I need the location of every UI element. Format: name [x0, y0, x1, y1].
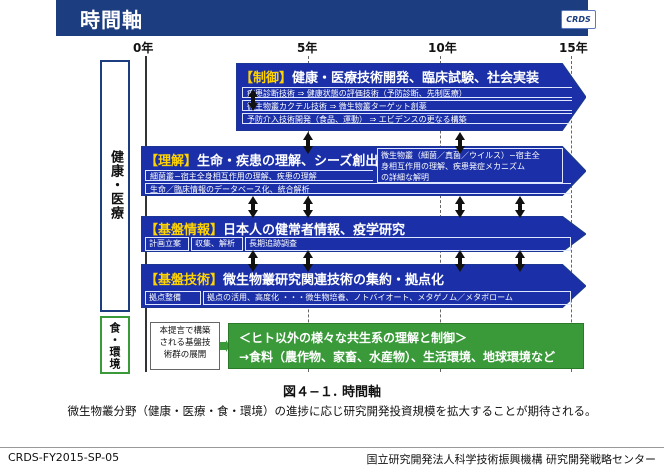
symbiosis-box: ＜ヒト以外の様々な共生系の理解と制御＞ →食料（農作物、家畜、水産物）、生活環境…	[228, 323, 584, 369]
kiban-joho-cell-3: 長期追跡調査	[245, 237, 571, 251]
kiban-gijutsu-heading: 【基盤技術】微生物叢研究関連技術の集約・拠点化	[145, 273, 445, 288]
kiban-gijutsu-arrow-shape	[141, 264, 586, 308]
double-arrow-9	[303, 250, 313, 272]
note-arrow	[220, 340, 230, 352]
footer-doc-id: CRDS-FY2015-SP-05	[8, 451, 120, 464]
double-arrow-2	[303, 132, 313, 154]
crds-logo: CRDS	[561, 10, 596, 29]
double-arrow-4	[248, 196, 258, 218]
tick-5: 5年	[297, 41, 318, 55]
kiban-gijutsu-arrow: 【基盤技術】微生物叢研究関連技術の集約・拠点化 拠点整備 拠点の活用、高度化 ・…	[141, 264, 586, 308]
seigyo-arrow: 【制御】健康・医療技術開発、臨床試験、社会実装 疾患診断技術 ⇒ 健康状態の評価…	[236, 63, 586, 131]
symbiosis-line-1: ＜ヒト以外の様々な共生系の理解と制御＞	[239, 331, 468, 345]
axis-line-15	[571, 56, 572, 372]
double-arrow-7	[515, 196, 525, 218]
kiban-joho-arrow: 【基盤情報】日本人の健常者情報、疫学研究 計画立案 収集、解析 長期追跡調査	[141, 216, 586, 252]
figure-subcaption: 微生物叢分野（健康・医療・食・環境）の進捗に応じ研究開発投資規模を拡大することが…	[67, 404, 597, 418]
kiban-joho-arrow-shape	[141, 216, 586, 252]
double-arrows	[248, 89, 525, 272]
double-arrow-3	[455, 132, 465, 154]
kiban-joho-cell-2: 収集、解析	[191, 237, 243, 251]
rikai-callout: 微生物叢（細菌／真菌／ウイルス）−宿主全身相互作用の理解、疾患発症メカニズムの詳…	[377, 148, 563, 183]
note-box: 本提言で構築される基盤技術群の展開	[150, 322, 220, 370]
food-label: 食・環境	[108, 322, 121, 370]
seigyo-bar-1: 疾患診断技術 ⇒ 健康状態の評価技術（予防診断、先制医療）	[242, 87, 572, 98]
axis-line-10	[440, 56, 441, 372]
page-title: 時間軸	[80, 8, 143, 32]
symbiosis-line-2: →食料（農作物、家畜、水産物）、生活環境、地球環境など	[239, 350, 556, 364]
figure-caption: 図４−１. 時間軸	[283, 385, 381, 400]
seigyo-bar-2: 微生物叢カクテル技術 ⇒ 微生物叢ターゲット創薬	[242, 100, 572, 111]
rikai-bar-2: 生命／臨床情報のデータベース化、統合解析	[145, 183, 571, 194]
footer-org: 国立研究開発法人科学技術振興機構 研究開発戦略センター	[366, 453, 657, 466]
seigyo-heading: 【制御】健康・医療技術開発、臨床試験、社会実装	[240, 71, 540, 86]
kiban-gijutsu-cell-1: 拠点整備	[145, 291, 201, 305]
kiban-gijutsu-cell-2: 拠点の活用、高度化 ・・・微生物培養、ノトバイオート、メタゲノム／メタボローム	[203, 291, 571, 305]
footer-divider	[0, 447, 664, 448]
health-label-box: 健康・医療	[100, 60, 130, 312]
seigyo-bar-3: 予防介入技術開発（食品、運動） ⇒ エビデンスの更なる構築	[242, 113, 572, 124]
double-arrow-10	[455, 250, 465, 272]
double-arrow-8	[248, 250, 258, 272]
double-arrow-6	[455, 196, 465, 218]
tick-10: 10年	[428, 41, 457, 55]
health-label: 健康・医療	[108, 150, 123, 220]
tick-0: 0年	[133, 41, 154, 55]
double-arrow-11	[515, 250, 525, 272]
kiban-joho-cell-1: 計画立案	[145, 237, 189, 251]
tick-15: 15年	[559, 41, 588, 55]
axis-line-0	[145, 56, 147, 372]
rikai-bar-1: 細菌叢−宿主全身相互作用の理解、疾患の理解	[145, 170, 373, 181]
kiban-joho-heading: 【基盤情報】日本人の健常者情報、疫学研究	[145, 223, 406, 238]
rikai-arrow: 【理解】生命・疾患の理解、シーズ創出 微生物叢（細菌／真菌／ウイルス）−宿主全身…	[141, 146, 586, 196]
rikai-heading: 【理解】生命・疾患の理解、シーズ創出	[145, 154, 379, 169]
header-bar: 時間軸 CRDS	[56, 0, 596, 36]
double-arrow-1	[248, 89, 258, 111]
double-arrow-5	[303, 196, 313, 218]
food-label-box: 食・環境	[100, 316, 130, 374]
